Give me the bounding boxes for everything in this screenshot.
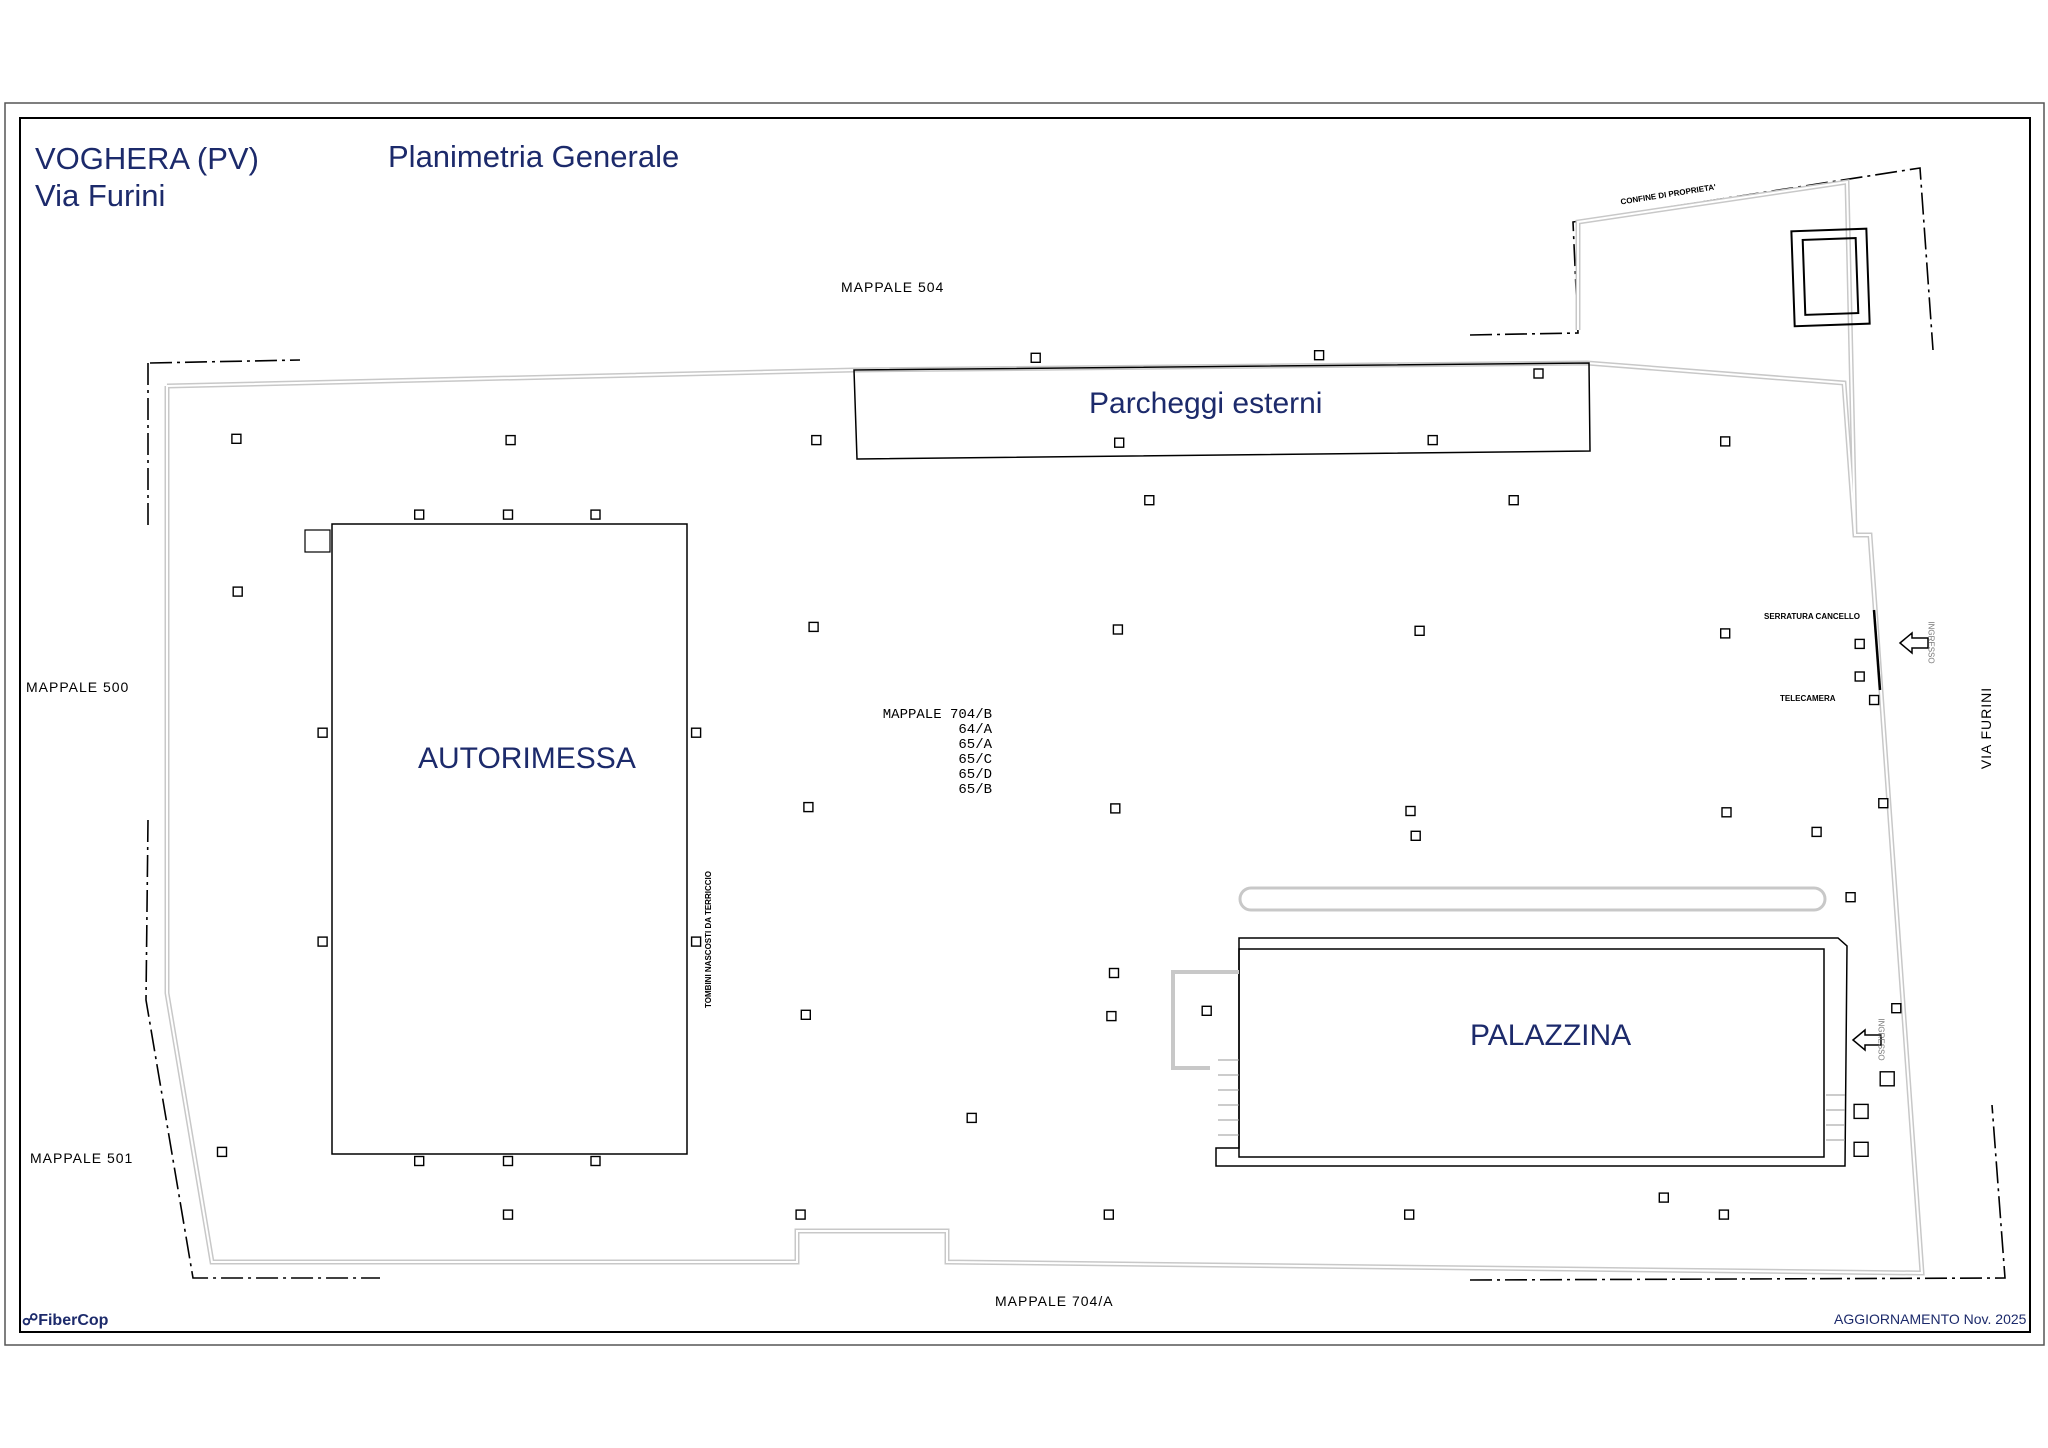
gate-lock-label: SERRATURA CANCELLO bbox=[1764, 612, 1860, 621]
manhole-marker bbox=[590, 1155, 601, 1167]
manhole-marker bbox=[1030, 352, 1041, 363]
manhole-marker bbox=[1721, 807, 1732, 818]
manhole-marker bbox=[317, 727, 328, 738]
inner-frame bbox=[19, 117, 2031, 1333]
manhole-marker bbox=[800, 1009, 811, 1020]
parcel-center: 65/A bbox=[958, 737, 992, 753]
manhole-marker bbox=[1868, 694, 1880, 706]
parcel-center: 65/C bbox=[958, 752, 992, 768]
manhole-marker bbox=[1113, 437, 1125, 448]
manhole-marker bbox=[1112, 624, 1124, 635]
manhole-marker bbox=[1854, 671, 1865, 682]
manhole-marker bbox=[808, 621, 819, 633]
building-outline bbox=[1215, 937, 1848, 1167]
parcel-southwest: MAPPALE 501 bbox=[30, 1150, 134, 1166]
parcel-center-list: MAPPALE 704/B 64/A 65/A 65/C 65/D 65/B bbox=[880, 708, 992, 798]
manhole-marker bbox=[502, 509, 514, 520]
manhole-marker bbox=[216, 1146, 228, 1158]
building-label: PALAZZINA bbox=[1470, 1019, 1632, 1052]
manhole-marker bbox=[1405, 805, 1416, 817]
manhole-marker bbox=[1410, 830, 1421, 841]
manhole-marker bbox=[1658, 1192, 1670, 1203]
manhole-marker bbox=[1313, 350, 1325, 361]
entrance-label: INGRESSO bbox=[1926, 621, 1936, 664]
manhole-marker bbox=[1110, 803, 1121, 814]
manhole-marker bbox=[1103, 1209, 1115, 1220]
manhole-marker bbox=[1811, 826, 1822, 838]
parcel-south: MAPPALE 704/A bbox=[995, 1293, 1114, 1309]
manhole-markers bbox=[216, 350, 1902, 1220]
manhole-marker bbox=[1508, 495, 1519, 506]
camera-label: TELECAMERA bbox=[1780, 694, 1836, 703]
manhole-marker bbox=[1879, 1071, 1895, 1087]
manhole-marker bbox=[1403, 1209, 1415, 1220]
city-title: VOGHERA (PV) bbox=[35, 141, 259, 176]
garage-building bbox=[331, 523, 688, 1155]
manhole-marker bbox=[1854, 638, 1865, 650]
stairs bbox=[1218, 1059, 1845, 1141]
garage-label: AUTORIMESSA bbox=[418, 742, 636, 775]
update-date: AGGIORNAMENTO Nov. 2025 bbox=[1834, 1311, 2027, 1327]
parcel-center: 65/B bbox=[958, 782, 992, 798]
road-label: VIA FURINI bbox=[1978, 686, 1995, 770]
manhole-marker bbox=[1106, 1010, 1117, 1022]
manhole-marker bbox=[505, 434, 516, 446]
manhole-marker bbox=[502, 1209, 514, 1220]
manhole-marker bbox=[1853, 1141, 1869, 1158]
manhole-marker bbox=[1144, 495, 1155, 506]
building-main bbox=[1238, 948, 1825, 1158]
manholes-note: TOMBINI NASCOSTI DA TERRICCIO bbox=[703, 871, 713, 1008]
entrance-arrow-icon bbox=[1898, 631, 1929, 655]
site-perimeter bbox=[164, 179, 1925, 1276]
manhole-marker bbox=[590, 509, 601, 520]
manhole-marker bbox=[1108, 967, 1120, 979]
parking-area bbox=[853, 362, 1591, 460]
manhole-marker bbox=[1853, 1103, 1869, 1120]
manhole-marker bbox=[811, 434, 822, 446]
entrance-gate bbox=[1872, 609, 1882, 691]
building-ramp bbox=[1171, 970, 1239, 1070]
manhole-marker bbox=[317, 936, 328, 947]
manhole-marker bbox=[1719, 436, 1731, 447]
parcel-center: 65/D bbox=[958, 767, 992, 783]
tank-inner bbox=[1801, 237, 1860, 316]
entrance-arrow-icon bbox=[1851, 1028, 1882, 1052]
manhole-marker bbox=[414, 1155, 425, 1167]
manhole-marker bbox=[1718, 1209, 1730, 1220]
street-title: Via Furini bbox=[35, 178, 166, 213]
tank-outer bbox=[1790, 227, 1871, 328]
manhole-marker bbox=[1845, 892, 1856, 903]
manhole-marker bbox=[803, 801, 814, 813]
manhole-marker bbox=[1891, 1003, 1902, 1014]
manhole-marker bbox=[690, 936, 702, 947]
logo-mark-icon: ☍ bbox=[22, 1312, 39, 1329]
manhole-marker bbox=[502, 1155, 514, 1167]
entrance-label: INGRESSO bbox=[1876, 1018, 1886, 1061]
manhole-marker bbox=[966, 1112, 977, 1124]
manhole-marker bbox=[1719, 628, 1731, 639]
manhole-marker bbox=[690, 727, 702, 738]
manhole-marker bbox=[1201, 1005, 1212, 1016]
manhole-marker bbox=[232, 586, 243, 597]
parcel-center: MAPPALE 704/B bbox=[882, 707, 992, 723]
garage-annex bbox=[304, 529, 331, 553]
parcel-north: MAPPALE 504 bbox=[841, 279, 945, 295]
manhole-marker bbox=[1533, 368, 1544, 379]
parcel-center: 64/A bbox=[958, 722, 992, 738]
manhole-marker bbox=[795, 1209, 806, 1220]
outer-frame bbox=[4, 102, 2045, 1346]
manhole-marker bbox=[1414, 625, 1425, 636]
manhole-marker bbox=[1878, 798, 1889, 809]
manhole-marker bbox=[1427, 434, 1438, 446]
manhole-marker bbox=[231, 433, 242, 444]
property-boundary-line bbox=[145, 167, 2006, 1281]
fibercop-logo: ☍FiberCop bbox=[22, 1312, 109, 1329]
manhole-marker bbox=[414, 509, 425, 520]
parking-label: Parcheggi esterni bbox=[1089, 387, 1323, 420]
page-title: Planimetria Generale bbox=[388, 139, 680, 174]
planter-curb bbox=[1238, 886, 1827, 912]
parcel-west: MAPPALE 500 bbox=[26, 679, 130, 695]
